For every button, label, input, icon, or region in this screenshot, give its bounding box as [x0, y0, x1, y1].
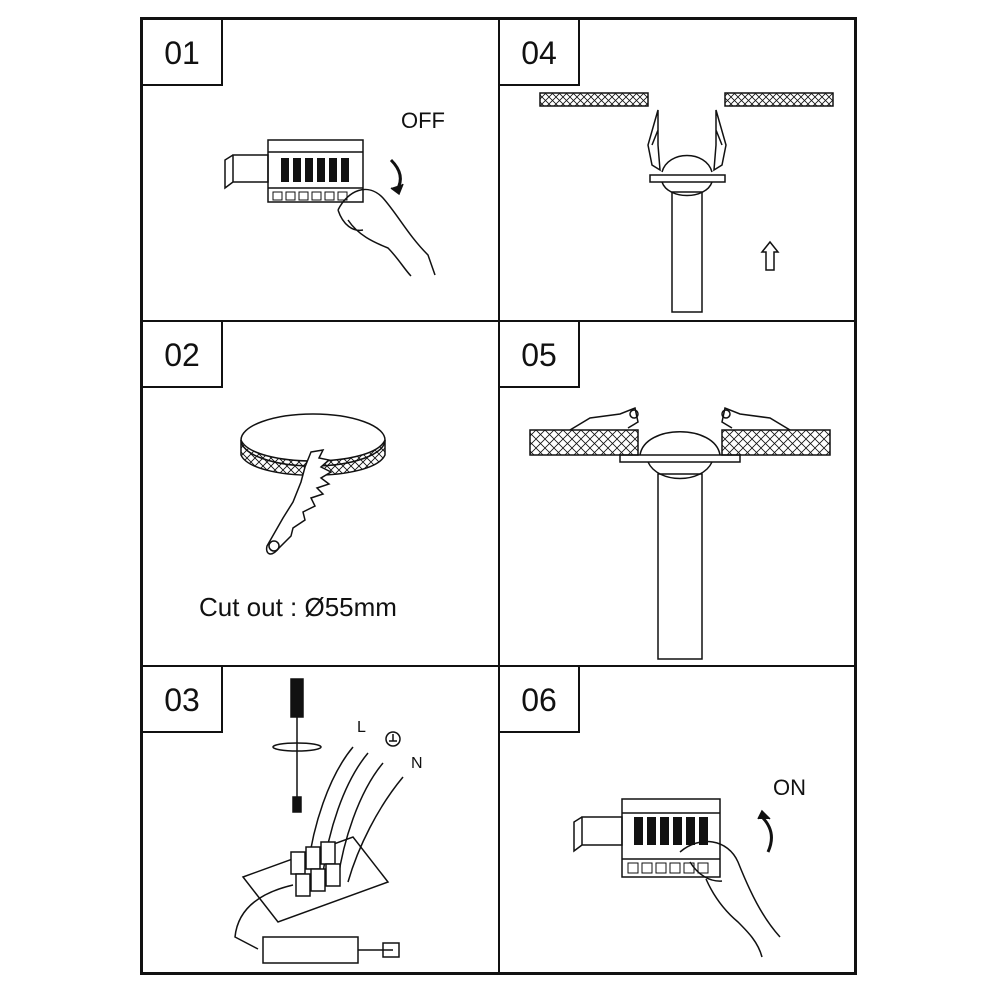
spring-clip-icon	[570, 408, 638, 430]
spring-clip-icon	[722, 408, 790, 430]
spring-clip-icon	[648, 110, 660, 170]
ceiling-hole-icon	[241, 440, 385, 475]
breaker-off-illustration	[143, 20, 498, 320]
step-01-panel: 01 OFF	[143, 20, 500, 322]
ground-symbol-icon	[386, 732, 400, 746]
cut-out-label: Cut out : Ø55mm	[199, 592, 397, 622]
insert-light-illustration	[500, 20, 854, 320]
neutral-label: N	[411, 755, 423, 772]
step-05-panel: 05	[500, 322, 854, 667]
wiring-illustration	[143, 667, 498, 970]
step-02-panel: 02 Cut out : Ø55mm	[143, 322, 500, 667]
terminal-block-icon	[291, 842, 340, 896]
step-number: 01	[143, 20, 223, 86]
arrow-up-icon	[762, 242, 778, 270]
breaker-panel-icon	[574, 817, 622, 851]
cut-hole-illustration	[143, 322, 498, 665]
step-number: 04	[500, 20, 580, 86]
instruction-sheet: 01 OFF	[140, 17, 857, 975]
hand-icon	[338, 189, 435, 276]
hand-icon	[680, 842, 780, 957]
downlight-icon	[640, 432, 720, 455]
step-06-panel: 06 ON	[500, 667, 854, 972]
step-04-panel: 04	[500, 20, 854, 322]
downlight-icon	[662, 182, 712, 196]
breaker-panel-icon	[622, 799, 720, 877]
step-number: 02	[143, 322, 223, 388]
breaker-on-illustration	[500, 667, 854, 970]
ceiling-panel-icon	[725, 93, 833, 106]
step-03-panel: 03 L N	[143, 667, 500, 972]
screwdriver-icon	[273, 679, 321, 812]
downlight-icon	[662, 156, 712, 173]
ceiling-panel-icon	[722, 430, 830, 455]
light-installed-illustration	[500, 322, 854, 665]
ceiling-panel-icon	[530, 430, 638, 455]
ceiling-panel-icon	[540, 93, 648, 106]
breaker-panel-icon	[268, 140, 363, 202]
downlight-icon	[650, 175, 725, 182]
downlight-icon	[620, 455, 740, 462]
spring-clip-icon	[714, 110, 726, 170]
line-label: L	[357, 719, 366, 736]
on-label: ON	[773, 775, 806, 800]
off-label: OFF	[401, 108, 445, 133]
step-number: 06	[500, 667, 580, 733]
downlight-icon	[648, 462, 712, 479]
breaker-panel-icon	[225, 155, 268, 188]
arrow-up-icon	[762, 817, 771, 852]
step-number: 05	[500, 322, 580, 388]
step-number: 03	[143, 667, 223, 733]
driver-icon	[263, 937, 358, 963]
